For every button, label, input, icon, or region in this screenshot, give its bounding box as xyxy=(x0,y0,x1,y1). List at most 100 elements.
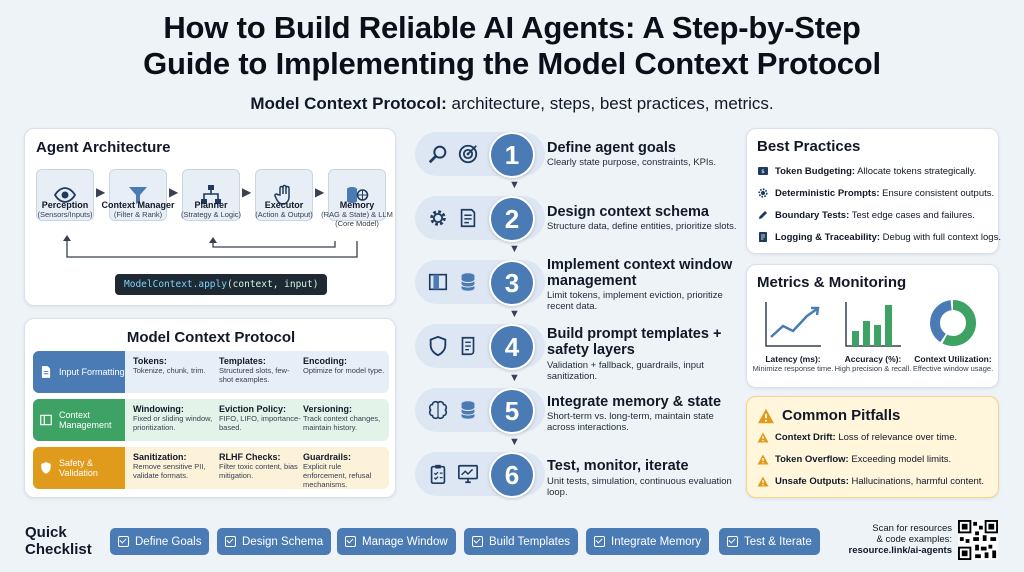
checklist-chip-build-templates[interactable]: Build Templates xyxy=(464,528,578,555)
step-6-pill: 6 xyxy=(415,452,545,498)
best-practice-item: Deterministic Prompts: Ensure consistent… xyxy=(757,187,994,199)
accuracy-bar-chart-icon xyxy=(845,302,901,347)
arrow-right: ▶ xyxy=(242,185,252,199)
hierarchy-icon xyxy=(201,185,221,204)
safety-validation-tag: Safety & Validation xyxy=(33,447,125,489)
arrow-right: ▶ xyxy=(96,185,106,199)
step-number: 3 xyxy=(489,260,535,306)
pitfall-item: Context Drift: Loss of relevance over ti… xyxy=(757,432,957,443)
step-5-title: Integrate memory & state xyxy=(547,394,722,410)
planner-node xyxy=(182,169,240,221)
metric-utilization-label: Context Utilization:Effective window usa… xyxy=(912,354,994,373)
checklist-chip-define-goals[interactable]: Define Goals xyxy=(110,528,210,555)
arrow-down: ▼ xyxy=(509,179,520,191)
checklist-chip-manage-window[interactable]: Manage Window xyxy=(337,528,456,555)
warning-icon xyxy=(757,454,769,465)
checkbox-icon xyxy=(225,536,236,547)
warning-icon xyxy=(757,476,769,487)
metric-latency-label: Latency (ms):Minimize response time. xyxy=(752,354,834,373)
memory-node xyxy=(328,169,386,221)
subtitle: Model Context Protocol: architecture, st… xyxy=(0,94,1024,114)
gear-icon xyxy=(758,188,768,198)
protocol-cell: RLHF Checks:Filter toxic content, bias m… xyxy=(219,452,298,480)
step-2-pill: 2 xyxy=(415,196,545,242)
best-practices-title: Best Practices xyxy=(757,138,861,155)
protocol-cell: Eviction Policy:FIFO, LIFO, importance-b… xyxy=(219,404,301,432)
architecture-title: Agent Architecture xyxy=(36,139,171,156)
step-4-title: Build prompt templates + safety layers xyxy=(547,326,722,358)
shield-icon xyxy=(41,462,51,474)
checkbox-icon xyxy=(118,536,129,547)
svg-text:$: $ xyxy=(761,169,765,175)
edit-icon xyxy=(759,211,767,219)
pitfall-item: Unsafe Outputs: Hallucinations, harmful … xyxy=(757,476,984,487)
page-title: How to Build Reliable AI Agents: A Step-… xyxy=(0,10,1024,82)
eye-icon xyxy=(53,187,77,203)
step-6-title: Test, monitor, iterate xyxy=(547,458,689,474)
step-2-title: Design context schema xyxy=(547,204,709,220)
coin-icon: $ xyxy=(758,167,768,175)
subtitle-text: architecture, steps, best practices, met… xyxy=(446,94,774,113)
best-practice-item: Boundary Tests: Test edge cases and fail… xyxy=(757,209,975,221)
step-1-pill: 1 xyxy=(415,132,545,178)
executor-node xyxy=(255,169,313,221)
checklist-chip-test-iterate[interactable]: Test & Iterate xyxy=(719,528,820,555)
protocol-cell: Templates:Structured slots, few-shot exa… xyxy=(219,356,290,384)
funnel-icon xyxy=(129,187,147,204)
feedback-arrows xyxy=(63,235,358,258)
checklist-chip-design-schema[interactable]: Design Schema xyxy=(217,528,332,555)
step-number: 4 xyxy=(489,324,535,370)
metrics-title: Metrics & Monitoring xyxy=(757,274,907,291)
step-5-desc: Short-term vs. long-term, maintain state… xyxy=(547,411,714,433)
step-number: 2 xyxy=(489,196,535,242)
input-formatting-tag: Input Formatting xyxy=(33,351,125,393)
resource-link[interactable]: resource.link/ai-agents xyxy=(848,545,952,556)
pitfall-item: Token Overflow: Exceeding model limits. xyxy=(757,454,951,465)
common-pitfalls-card: Common Pitfalls Context Drift: Loss of r… xyxy=(746,396,999,498)
best-practice-item: $ Token Budgeting: Allocate tokens strat… xyxy=(757,165,976,177)
warning-icon xyxy=(757,432,769,443)
model-context-protocol-card: Model Context Protocol Input Formatting … xyxy=(24,318,396,498)
context-manager-node xyxy=(109,169,167,221)
step-number: 1 xyxy=(489,132,535,178)
agent-architecture-card: Agent Architecture ▶ ▶ ▶ ▶ Perception(Se… xyxy=(24,128,396,306)
step-1-desc: Clearly state purpose, constraints, KPIs… xyxy=(547,157,716,168)
protocol-cell: Encoding:Optimize for model type. xyxy=(303,356,385,375)
step-4-pill: 4 xyxy=(415,324,545,370)
protocol-cell: Tokens:Tokenize, chunk, trim. xyxy=(133,356,206,375)
pitfalls-title: Common Pitfalls xyxy=(757,407,900,424)
checkbox-icon xyxy=(727,536,738,547)
perception-label: Perception(Sensors/Inputs) xyxy=(37,200,93,219)
protocol-row-context: Context Management Windowing:Fixed or sl… xyxy=(33,399,389,441)
arrow-down: ▼ xyxy=(509,243,520,255)
gear-icon xyxy=(430,210,446,226)
protocol-title: Model Context Protocol xyxy=(126,329,296,346)
clipboard-icon xyxy=(430,464,446,484)
arrow-right: ▶ xyxy=(169,185,179,199)
memory-label: Memory(RAG & State) & LLM (Core Model) xyxy=(321,200,393,228)
latency-line-chart-icon xyxy=(765,302,821,347)
step-number: 5 xyxy=(489,388,535,434)
step-3-desc: Limit tokens, implement eviction, priori… xyxy=(547,290,723,312)
checklist-chip-integrate-memory[interactable]: Integrate Memory xyxy=(586,528,710,555)
qr-code-icon[interactable] xyxy=(958,520,998,560)
arrow-down: ▼ xyxy=(509,436,520,448)
database-icon xyxy=(461,401,475,419)
checkbox-icon xyxy=(594,536,605,547)
protocol-cell: Guardrails:Explicit rule enforcement, re… xyxy=(303,452,372,489)
shield-icon xyxy=(429,335,447,357)
chart-monitor-icon xyxy=(458,464,478,484)
brain-icon xyxy=(428,400,448,420)
executor-label: Executor(Action & Output) xyxy=(255,200,313,219)
warning-icon xyxy=(758,408,774,423)
document-icon xyxy=(41,366,51,378)
protocol-row-safety: Safety & Validation Sanitization:Remove … xyxy=(33,447,389,489)
step-5-pill: 5 xyxy=(415,388,545,434)
utilization-donut-icon xyxy=(930,300,976,346)
step-6-desc: Unit tests, simulation, continuous evalu… xyxy=(547,476,732,498)
scan-resources-text: Scan for resources & code examples: reso… xyxy=(848,523,952,556)
protocol-cell: Sanitization:Remove sensitive PII, valid… xyxy=(133,452,206,480)
code-snippet: ModelContext.apply(context, input) xyxy=(115,274,328,295)
protocol-cell: Versioning:Track context changes, mainta… xyxy=(303,404,381,432)
quick-checklist-label: Quick Checklist xyxy=(25,524,92,558)
